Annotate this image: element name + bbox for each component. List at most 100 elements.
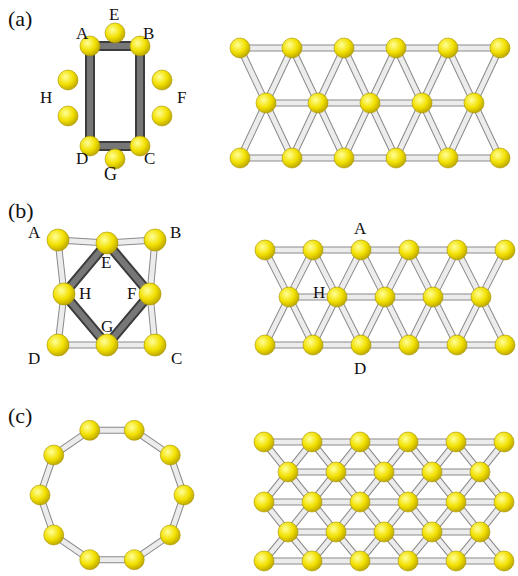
atom <box>374 462 394 482</box>
atom <box>447 335 467 355</box>
atom <box>302 432 322 452</box>
atom-label: D <box>354 360 366 377</box>
atom-label: H <box>313 284 325 301</box>
atom <box>160 445 180 465</box>
atom <box>495 240 515 260</box>
atom <box>174 485 194 505</box>
atom <box>412 93 432 113</box>
atom <box>44 445 64 465</box>
atom <box>282 148 302 168</box>
atom-label: G <box>101 318 113 335</box>
atom <box>278 462 298 482</box>
atom-label: A <box>28 224 40 241</box>
atom <box>152 106 172 126</box>
atom <box>327 287 347 307</box>
atom <box>447 240 467 260</box>
atom-label: F <box>127 285 136 302</box>
atom-label: D <box>76 150 88 167</box>
atom <box>144 334 166 356</box>
atom <box>351 335 371 355</box>
atom <box>422 462 442 482</box>
atom <box>80 420 100 440</box>
atom <box>494 492 514 512</box>
atom-label: C <box>144 150 155 167</box>
atom <box>96 232 118 254</box>
atom <box>422 522 442 542</box>
atom <box>256 93 276 113</box>
atom <box>279 287 299 307</box>
atom <box>438 148 458 168</box>
atom <box>96 334 118 356</box>
atom <box>386 148 406 168</box>
atom-label: F <box>177 89 186 106</box>
atom <box>254 432 274 452</box>
atom <box>399 240 419 260</box>
atom <box>30 485 50 505</box>
atom-label: E <box>109 6 119 23</box>
atom <box>350 432 370 452</box>
atom <box>446 551 466 571</box>
panel-label: (c) <box>8 405 32 427</box>
atom <box>351 240 371 260</box>
atom <box>398 492 418 512</box>
atom <box>80 550 100 570</box>
atom-label: E <box>101 254 111 271</box>
atom <box>124 550 144 570</box>
atom <box>230 148 250 168</box>
atom <box>494 551 514 571</box>
atom-label: A <box>76 25 88 42</box>
atom-label: D <box>28 350 40 367</box>
atom <box>302 492 322 512</box>
atom <box>470 462 490 482</box>
atom <box>423 287 443 307</box>
atom <box>471 287 491 307</box>
atom <box>144 229 166 251</box>
atom <box>446 432 466 452</box>
atom <box>254 492 274 512</box>
atom <box>58 106 78 126</box>
atom <box>124 420 144 440</box>
atom <box>399 335 419 355</box>
atom <box>446 492 466 512</box>
atom-label: B <box>143 25 154 42</box>
atom <box>230 38 250 58</box>
atom-label: B <box>170 224 181 241</box>
atom <box>44 525 64 545</box>
panel-label: (a) <box>8 8 32 30</box>
atom <box>278 522 298 542</box>
atom <box>494 432 514 452</box>
atom-label: H <box>79 285 91 302</box>
atom <box>326 522 346 542</box>
atom <box>398 432 418 452</box>
atom <box>334 38 354 58</box>
atom <box>303 335 323 355</box>
atom <box>254 551 274 571</box>
atom <box>139 283 161 305</box>
atom-label: C <box>171 350 182 367</box>
dark-bond <box>87 46 93 146</box>
atom-label: G <box>104 165 117 183</box>
atom <box>470 522 490 542</box>
atom <box>374 522 394 542</box>
atom <box>490 38 510 58</box>
panel-label: (b) <box>8 200 34 222</box>
atom <box>438 38 458 58</box>
dark-bond <box>85 46 95 146</box>
atom <box>308 93 328 113</box>
atom <box>326 462 346 482</box>
atom <box>386 38 406 58</box>
atom <box>282 38 302 58</box>
atom <box>375 287 395 307</box>
atom <box>360 93 380 113</box>
dark-bond <box>135 46 145 146</box>
atom <box>53 283 75 305</box>
atom <box>160 525 180 545</box>
atom <box>495 335 515 355</box>
atom <box>255 240 275 260</box>
atom <box>350 492 370 512</box>
atom <box>58 70 78 90</box>
atom <box>398 551 418 571</box>
atom <box>464 93 484 113</box>
atom-label: A <box>354 220 366 237</box>
